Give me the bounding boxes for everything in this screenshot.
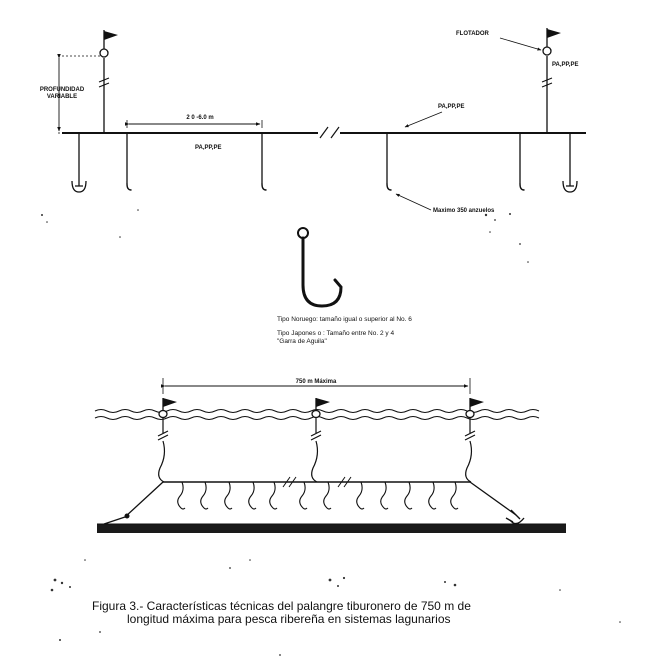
bottom-longline-diagram: 750 m Máxima [94, 378, 566, 533]
material-label-mid: PA,PP,PE [195, 145, 221, 151]
hook-type-japanese: Tipo Japones o : Tamaño entre No. 2 y 4 [277, 330, 394, 337]
mooring-line-right [469, 481, 517, 516]
material-label-float: PA,PP,PE [552, 62, 578, 68]
caption-line2: longitud máxima para pesca ribereña en s… [127, 612, 451, 626]
seabed [97, 524, 566, 533]
branch-line [386, 133, 392, 191]
line-break-mark [319, 126, 340, 139]
float-icon [542, 46, 552, 56]
hook-icon [301, 236, 343, 308]
hook-icon [126, 183, 132, 191]
float-label: FLOTADOR [456, 31, 490, 37]
top-longline-diagram: PROFUNDIDAD VARIABLE 2 0 -6.0 m [40, 28, 586, 214]
depth-label-line1: PROFUNDIDAD [40, 87, 85, 93]
material-label-main: PA,PP,PE [438, 104, 464, 110]
depth-label-line2: VARIABLE [47, 94, 77, 100]
sinker-icon [124, 513, 130, 519]
flag-icon [163, 398, 177, 407]
spacing-label: 2 0 -6.0 m [186, 115, 213, 121]
mooring-line-left [124, 481, 164, 518]
submerged-line-break [282, 476, 352, 488]
hook-icon [261, 183, 267, 191]
flag-icon [470, 398, 484, 407]
anchor-icon [562, 180, 578, 193]
flag-icon [104, 31, 118, 40]
flag-icon [316, 398, 330, 407]
float-icon [465, 409, 475, 419]
hook-type-norwegian: Tipo Noruego: tamaño igual o superior al… [277, 316, 412, 323]
scan-noise [41, 209, 621, 656]
water-surface [94, 409, 540, 413]
float-icon [311, 409, 321, 419]
hook-detail: Tipo Noruego: tamaño igual o superior al… [277, 227, 412, 345]
max-hooks-label: Maximo 350 anzuelos [433, 208, 495, 214]
branch-line [261, 133, 267, 191]
anchor-icon [505, 509, 525, 525]
branch-line [519, 133, 525, 191]
surface-buoy-center [310, 398, 330, 483]
float-icon [99, 48, 109, 58]
figure-caption: Figura 3.- Características técnicas del … [92, 599, 471, 626]
hook-icon [519, 183, 525, 191]
caption-line1: Figura 3.- Características técnicas del … [92, 599, 471, 613]
buoy-line-break-right [541, 77, 553, 88]
hook-icon [386, 183, 392, 191]
branch-line [126, 133, 132, 191]
flag-icon [547, 29, 561, 38]
hook-type-eagle-claw: "Garra de Aguila" [277, 338, 327, 345]
anchor-icon [71, 180, 87, 193]
surface-buoy-left [157, 398, 177, 483]
float-icon [158, 409, 168, 419]
length-label: 750 m Máxima [296, 379, 337, 385]
branch-hooks [177, 481, 459, 510]
buoy-line-break-left [98, 77, 110, 88]
anchor-left [71, 133, 87, 193]
anchor-right [562, 133, 578, 193]
surface-buoy-right [464, 398, 484, 483]
